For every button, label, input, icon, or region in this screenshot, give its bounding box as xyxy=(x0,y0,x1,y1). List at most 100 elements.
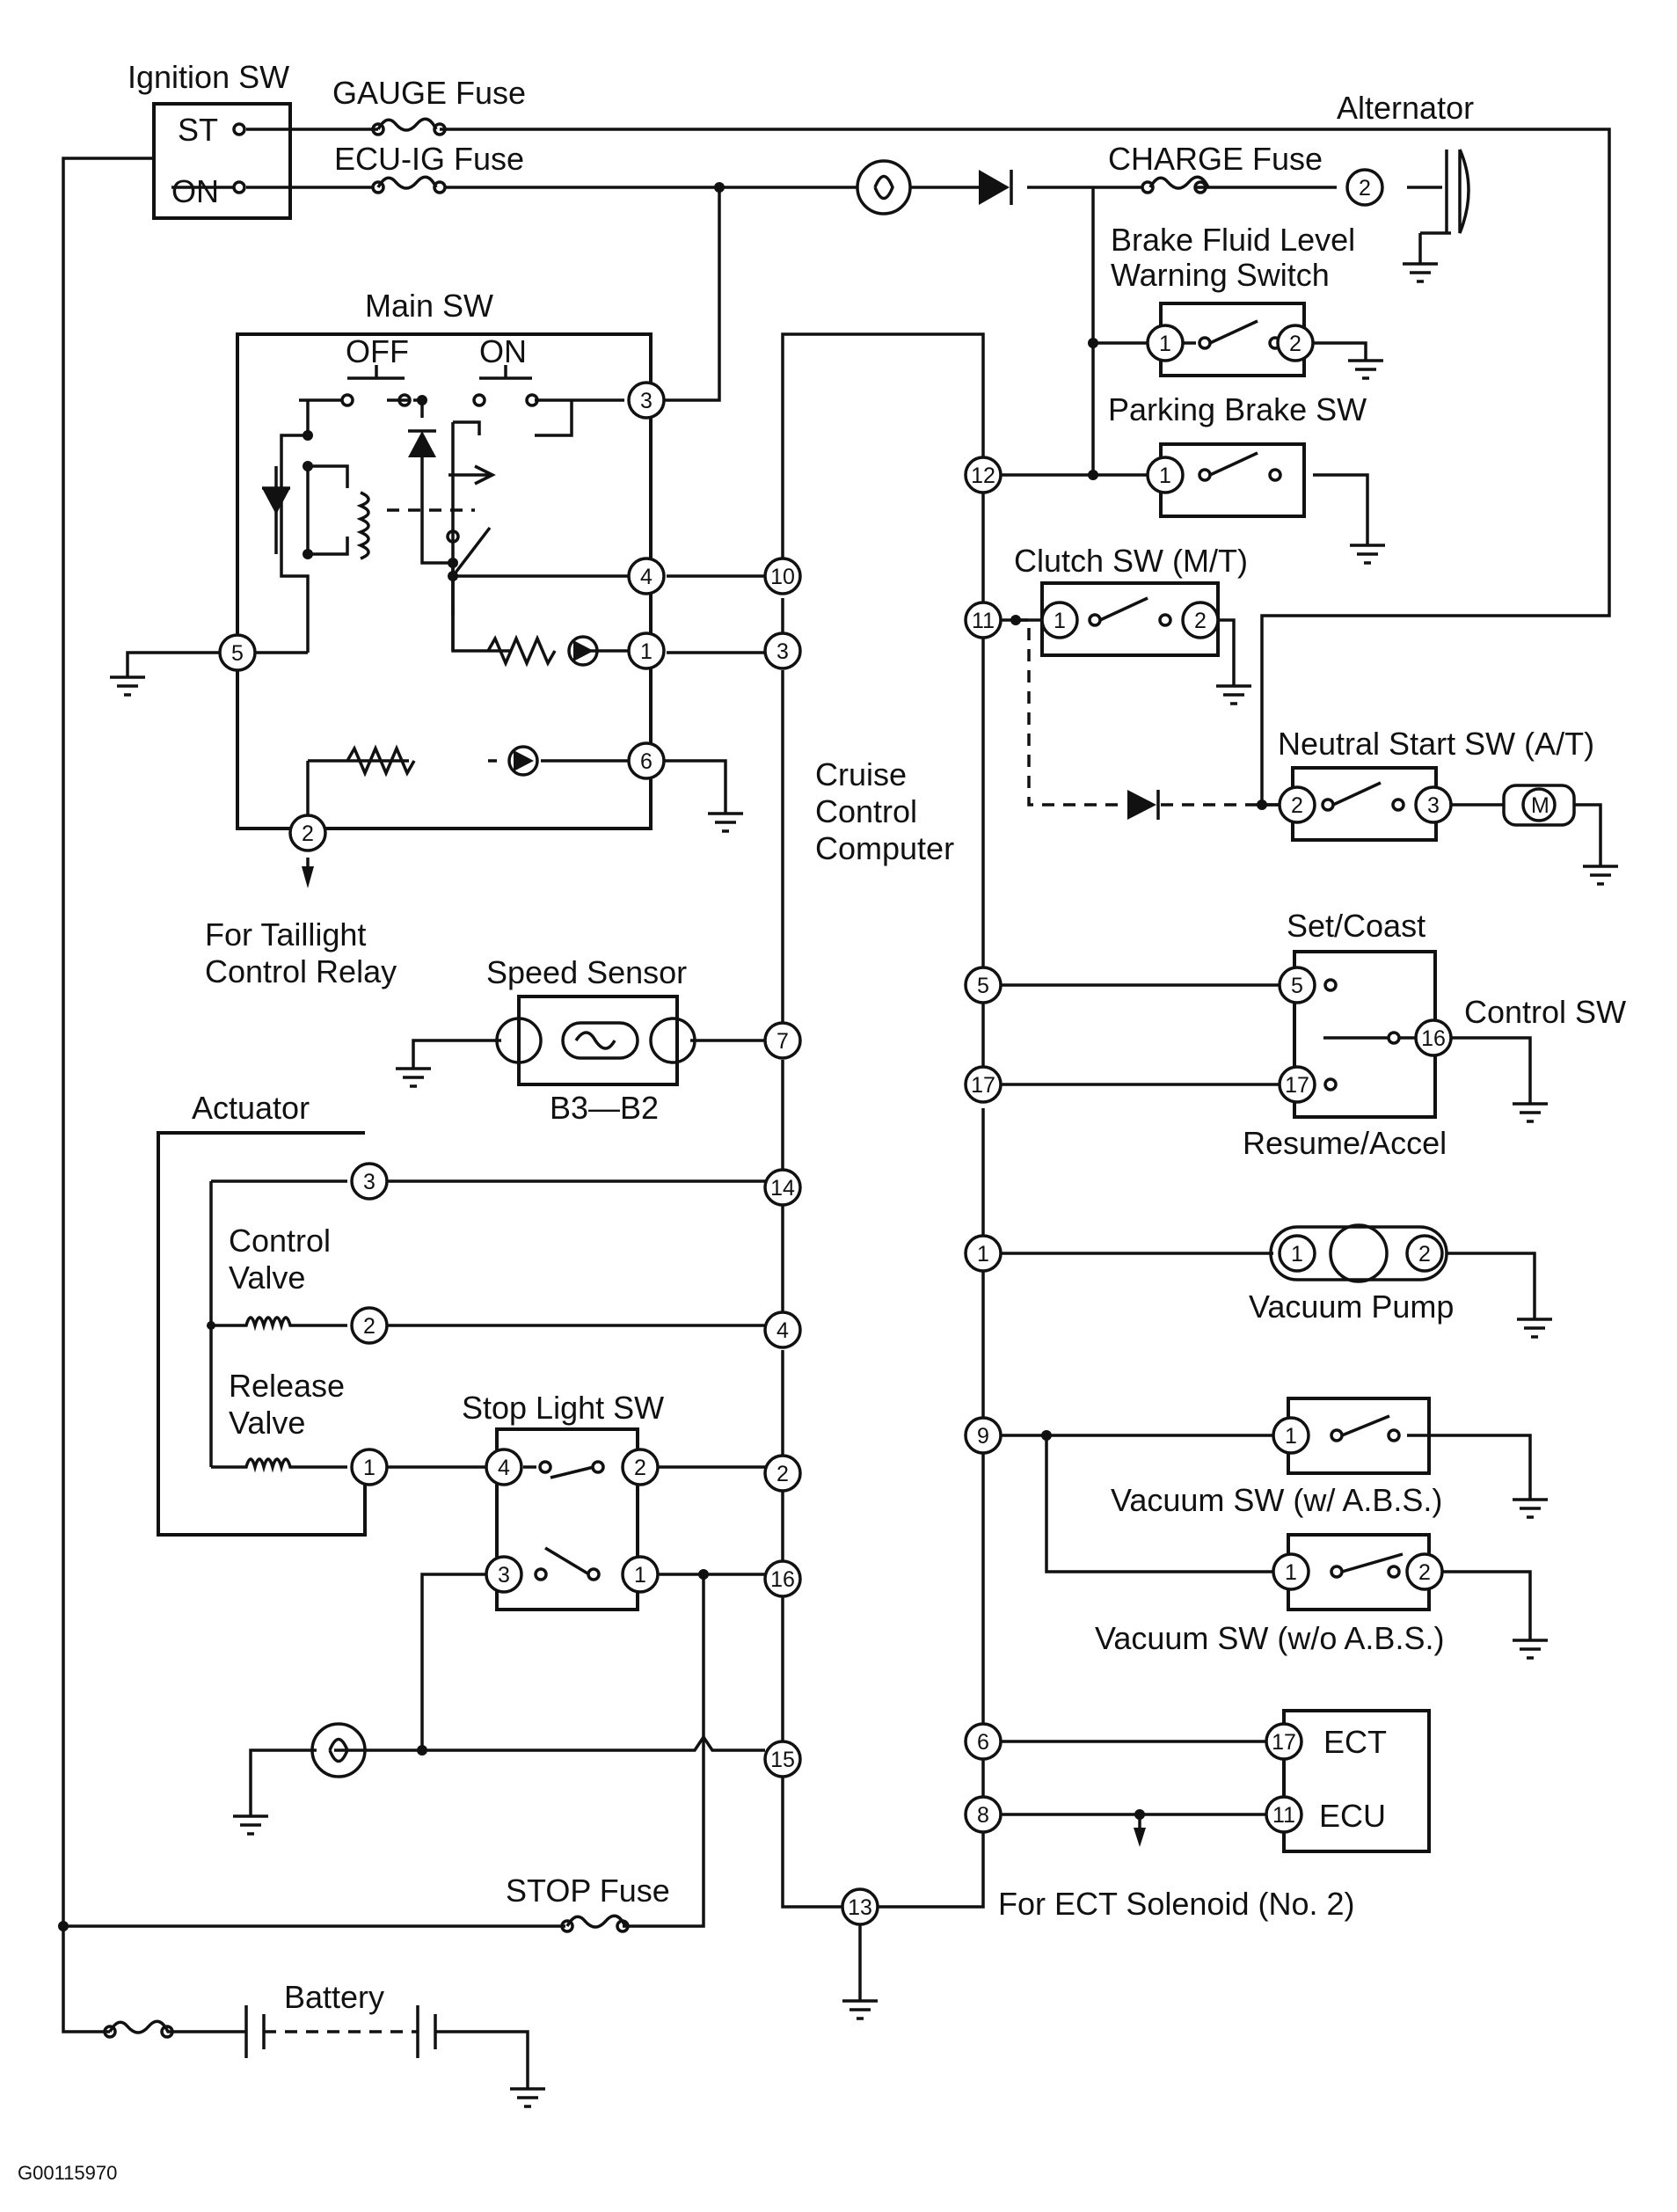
pin-ecu-11: 11 xyxy=(964,601,1003,639)
pin-number: 3 xyxy=(498,1563,510,1588)
gauge-fuse-symbol xyxy=(376,117,438,132)
pin-number: 2 xyxy=(1418,1242,1431,1267)
pin-ecu-4: 4 xyxy=(763,1310,802,1349)
main-resistor-1 xyxy=(486,634,557,668)
control-valve-label-1: Control xyxy=(229,1223,331,1259)
pin-number: 17 xyxy=(1272,1730,1296,1755)
pin-number: 3 xyxy=(363,1170,376,1194)
pin-number: 2 xyxy=(1289,332,1301,356)
pin-ecu-15: 15 xyxy=(763,1740,802,1778)
clutch-sw-label: Clutch SW (M/T) xyxy=(1014,543,1248,579)
pin-ecu-2: 2 xyxy=(763,1454,802,1493)
stop-fuse-label: STOP Fuse xyxy=(506,1873,670,1909)
pin-main-1: 1 xyxy=(627,631,666,670)
resume-accel-label: Resume/Accel xyxy=(1243,1125,1447,1161)
ecu-label: ECU xyxy=(1319,1798,1386,1834)
pin-csw-16: 16 xyxy=(1414,1018,1453,1057)
pin-act-3: 3 xyxy=(350,1162,389,1201)
pin-circle xyxy=(964,966,1003,1004)
pin-number: 1 xyxy=(1054,609,1066,633)
pin-number: 2 xyxy=(302,821,314,846)
pin-number: 10 xyxy=(770,565,795,589)
pin-circle xyxy=(1278,785,1316,824)
brake-fluid-label-2: Warning Switch xyxy=(1111,257,1330,293)
pin-ecu-1: 1 xyxy=(964,1234,1003,1273)
pin-circle xyxy=(218,633,257,672)
pin-ecu-14: 14 xyxy=(763,1168,802,1207)
pin-circle xyxy=(964,456,1003,494)
pin-number: 16 xyxy=(1421,1026,1446,1051)
fuse-symbols xyxy=(103,117,1210,2039)
pin-stop-1: 1 xyxy=(621,1555,660,1594)
pin-pump-1: 1 xyxy=(1278,1234,1316,1273)
pin-ecu-10: 10 xyxy=(763,557,802,595)
taillight-arrow xyxy=(302,866,314,888)
pin-circle xyxy=(1405,1234,1444,1273)
pin-circle xyxy=(964,1795,1003,1834)
brake-fluid-label-1: Brake Fluid Level xyxy=(1111,222,1355,258)
pin-number: 14 xyxy=(770,1176,795,1201)
starter-motor-symbol xyxy=(1502,784,1576,827)
pin-number: 5 xyxy=(231,641,244,666)
battery-symbol xyxy=(244,2005,529,2089)
pin-vabs-1: 1 xyxy=(1272,1416,1310,1455)
pin-number: 9 xyxy=(977,1424,989,1449)
main-diode-right xyxy=(408,431,436,457)
pin-number: 3 xyxy=(1427,793,1440,818)
main-on-label: ON xyxy=(479,333,527,369)
pin-number: 2 xyxy=(777,1462,789,1486)
alternator-diode xyxy=(979,170,1010,205)
pin-number: 2 xyxy=(1291,793,1303,818)
pin-circle xyxy=(964,601,1003,639)
pin-circle xyxy=(1278,1234,1316,1273)
ground-symbols xyxy=(110,262,1618,2108)
pin-ecu-7: 7 xyxy=(763,1021,802,1060)
pin-ect-11: 11 xyxy=(1265,1795,1303,1834)
pin-main-3: 3 xyxy=(627,381,666,420)
main-resistor-2 xyxy=(346,744,416,777)
parking-brake-label: Parking Brake SW xyxy=(1108,391,1367,427)
pin-number: 2 xyxy=(363,1314,376,1339)
pin-circle xyxy=(1272,1416,1310,1455)
stop-fuse-symbol xyxy=(565,1914,627,1929)
switch-contacts xyxy=(171,122,1416,1581)
vacuum-pump-body xyxy=(1269,1225,1448,1281)
pin-circle xyxy=(288,814,327,852)
ect-label: ECT xyxy=(1323,1724,1387,1760)
pin-circle xyxy=(964,1416,1003,1455)
control-sw-label: Control SW xyxy=(1464,994,1626,1030)
ect-solenoid-label: For ECT Solenoid (No. 2) xyxy=(998,1886,1355,1922)
ignition-switch-box xyxy=(152,102,292,220)
pin-circle xyxy=(627,557,666,595)
pin-circle xyxy=(627,631,666,670)
pin-main-4: 4 xyxy=(627,557,666,595)
pin-circle xyxy=(1414,1018,1453,1057)
pin-ecu-9: 9 xyxy=(964,1416,1003,1455)
main-off-label: OFF xyxy=(346,333,409,369)
pin-circle xyxy=(1345,168,1384,207)
neutral-diode xyxy=(1127,790,1156,820)
release-valve-coil xyxy=(211,1457,347,1473)
pin-nss-3: 3 xyxy=(1414,785,1453,824)
pin-number: 2 xyxy=(634,1456,646,1480)
pin-circle xyxy=(350,1448,389,1486)
stop-lamp xyxy=(310,1722,367,1778)
speed-sensor-label: Speed Sensor xyxy=(486,954,687,990)
main-switch-box xyxy=(236,332,653,830)
pin-main-5: 5 xyxy=(218,633,257,672)
pin-circle xyxy=(763,631,802,670)
pin-circle xyxy=(1278,966,1316,1004)
pin-number: 1 xyxy=(363,1456,376,1480)
junction-dots xyxy=(58,182,1267,1931)
ign-st-label: ST xyxy=(178,112,218,148)
control-valve-label-2: Valve xyxy=(229,1259,305,1296)
pin-ecu-17: 17 xyxy=(964,1065,1003,1104)
pin-circle xyxy=(763,1454,802,1493)
pin-circle xyxy=(763,1740,802,1778)
control-switch-box xyxy=(1293,950,1437,1119)
pin-number: 1 xyxy=(1159,332,1171,356)
pin-number: 12 xyxy=(971,464,995,488)
actuator-label: Actuator xyxy=(192,1090,310,1126)
